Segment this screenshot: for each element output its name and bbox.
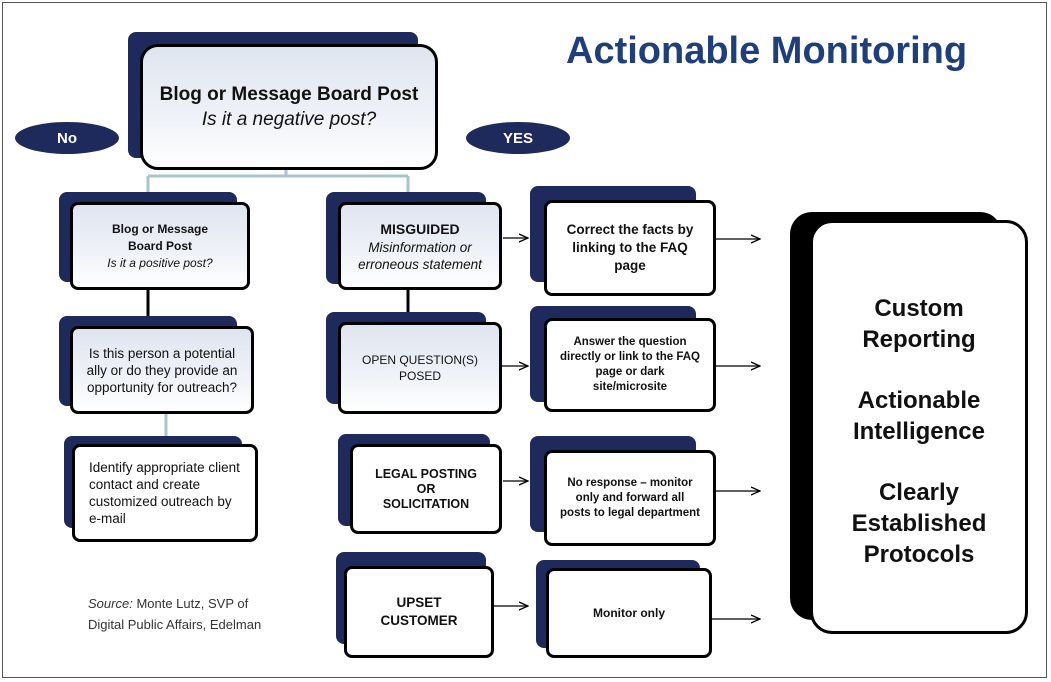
- upset-node-line2: CUSTOMER: [380, 613, 458, 628]
- source-label: Source:: [88, 596, 133, 611]
- positive-node-line2: Board Post: [127, 238, 192, 253]
- answer-node-text: Answer the question directly or link to …: [560, 336, 700, 393]
- outreach-node-text: Identify appropriate client contact and …: [89, 460, 240, 526]
- diagram-title: Actionable Monitoring: [566, 30, 968, 72]
- open-question-node: OPEN QUESTION(S) POSED: [338, 322, 502, 414]
- correct-node-text: Correct the facts by linking to the FAQ …: [566, 222, 694, 273]
- outcome-node: Custom Reporting Actionable Intelligence…: [810, 220, 1028, 634]
- top-node: Blog or Message Board Post Is it a negat…: [140, 44, 438, 170]
- yes-branch-label: YES: [466, 122, 570, 154]
- question-node-line1: OPEN QUESTION(S): [361, 353, 478, 367]
- ally-node: Is this person a potential ally or do th…: [70, 326, 254, 414]
- positive-post-node: Blog or Message Board Post Is it a posit…: [70, 202, 250, 290]
- monitor-only-node: Monitor only: [546, 568, 712, 658]
- question-node-line2: POSED: [398, 369, 441, 383]
- legal-posting-node: LEGAL POSTING OR SOLICITATION: [350, 444, 502, 534]
- source-text-1: Monte Lutz, SVP of: [136, 596, 249, 611]
- monitor-node-text: Monitor only: [593, 606, 665, 620]
- top-node-question: Is it a negative post?: [201, 108, 377, 130]
- top-node-title: Blog or Message Board Post: [159, 83, 419, 105]
- source-note: Source: Monte Lutz, SVP of Digital Publi…: [88, 593, 261, 635]
- outcome-item-3: Clearly Established Protocols: [851, 479, 987, 568]
- no-response-node: No response – monitor only and forward a…: [544, 450, 716, 546]
- misguided-node-sub: Misinformation or erroneous statement: [358, 240, 482, 272]
- misguided-node: MISGUIDED Misinformation or erroneous st…: [338, 202, 502, 290]
- upset-node-line1: UPSET: [396, 595, 442, 610]
- outreach-node: Identify appropriate client contact and …: [72, 444, 258, 542]
- positive-node-question: Is it a positive post?: [107, 255, 213, 270]
- source-text-2: Digital Public Affairs, Edelman: [88, 617, 262, 632]
- no-branch-label: No: [15, 122, 119, 154]
- legal-node-line3: SOLICITATION: [382, 496, 470, 511]
- outcome-item-2: Actionable Intelligence: [852, 387, 986, 445]
- legal-node-line2: OR: [416, 481, 436, 496]
- correct-facts-node: Correct the facts by linking to the FAQ …: [544, 200, 716, 296]
- answer-question-node: Answer the question directly or link to …: [544, 318, 716, 412]
- legal-node-line1: LEGAL POSTING: [375, 466, 477, 481]
- outcome-item-1: Custom Reporting: [862, 295, 976, 353]
- upset-customer-node: UPSET CUSTOMER: [344, 566, 494, 658]
- no-response-node-text: No response – monitor only and forward a…: [560, 476, 700, 519]
- ally-node-text: Is this person a potential ally or do th…: [86, 345, 238, 395]
- misguided-node-title: MISGUIDED: [380, 221, 460, 237]
- positive-node-line1: Blog or Message: [111, 221, 209, 236]
